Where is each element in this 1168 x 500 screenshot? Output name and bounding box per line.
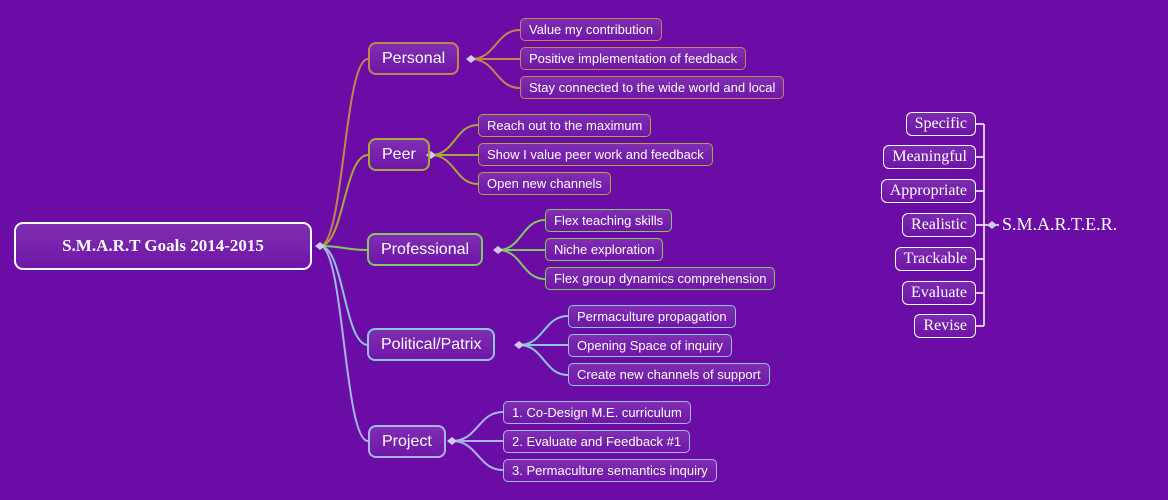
link-root-project <box>319 245 369 442</box>
link-root-political <box>319 245 369 346</box>
link-root-peer <box>319 154 369 247</box>
child-node-political-2[interactable]: Opening Space of inquiry <box>568 334 732 357</box>
smarter-item-realistic[interactable]: Realistic <box>902 213 976 237</box>
link-root-personal <box>319 58 369 247</box>
link-peer-child-3 <box>430 154 479 185</box>
link-political-child-1 <box>518 315 569 346</box>
child-node-peer-1[interactable]: Reach out to the maximum <box>478 114 652 137</box>
child-node-personal-1[interactable]: Value my contribution <box>520 18 663 41</box>
branch-node-political[interactable]: Political/Patrix <box>367 328 496 361</box>
smarter-bracket-stubs <box>976 123 984 327</box>
branch-node-peer[interactable]: Peer <box>368 138 430 171</box>
root-node[interactable]: S.M.A.R.T Goals 2014-2015 <box>14 222 312 270</box>
link-project-child-1 <box>451 411 504 442</box>
link-root-professional <box>319 245 369 251</box>
branch-node-professional[interactable]: Professional <box>367 233 484 266</box>
connector-diamond-root <box>315 242 325 250</box>
child-node-professional-3[interactable]: Flex group dynamics comprehension <box>545 267 776 290</box>
child-node-political-1[interactable]: Permaculture propagation <box>568 305 736 328</box>
branch-node-project[interactable]: Project <box>368 425 446 458</box>
smarter-item-trackable[interactable]: Trackable <box>894 247 976 271</box>
child-node-project-3[interactable]: 3. Permaculture semantics inquiry <box>503 459 717 482</box>
link-professional-child-3 <box>497 249 546 280</box>
connector-diamond-project <box>447 437 457 445</box>
link-peer-child-1 <box>430 124 479 156</box>
link-personal-child-1 <box>470 29 521 60</box>
link-professional-child-1 <box>497 219 546 251</box>
link-project-child-3 <box>451 440 504 471</box>
smarter-item-meaningful[interactable]: Meaningful <box>883 145 976 169</box>
child-node-political-3[interactable]: Create new channels of support <box>568 363 770 386</box>
child-node-peer-3[interactable]: Open new channels <box>478 172 611 195</box>
smarter-item-evaluate[interactable]: Evaluate <box>902 281 976 305</box>
connector-diamond-personal <box>466 55 476 63</box>
branch-node-personal[interactable]: Personal <box>368 42 460 75</box>
smarter-item-specific[interactable]: Specific <box>905 112 976 136</box>
connector-diamond-political <box>514 341 524 349</box>
child-node-personal-3[interactable]: Stay connected to the wide world and loc… <box>520 76 785 99</box>
child-node-project-2[interactable]: 2. Evaluate and Feedback #1 <box>503 430 691 453</box>
smarter-label: S.M.A.R.T.E.R. <box>1002 214 1118 234</box>
child-node-professional-2[interactable]: Niche exploration <box>545 238 664 261</box>
child-node-professional-1[interactable]: Flex teaching skills <box>545 209 673 232</box>
link-political-child-3 <box>518 344 569 376</box>
child-node-peer-2[interactable]: Show I value peer work and feedback <box>478 143 713 166</box>
connector-diamond-smarter <box>987 221 997 229</box>
child-node-project-1[interactable]: 1. Co-Design M.E. curriculum <box>503 401 691 424</box>
connector-diamond-professional <box>493 246 503 254</box>
smarter-item-appropriate[interactable]: Appropriate <box>880 179 976 203</box>
link-personal-child-3 <box>470 58 521 89</box>
smarter-item-revise[interactable]: Revise <box>914 314 976 338</box>
child-node-personal-2[interactable]: Positive implementation of feedback <box>520 47 747 70</box>
